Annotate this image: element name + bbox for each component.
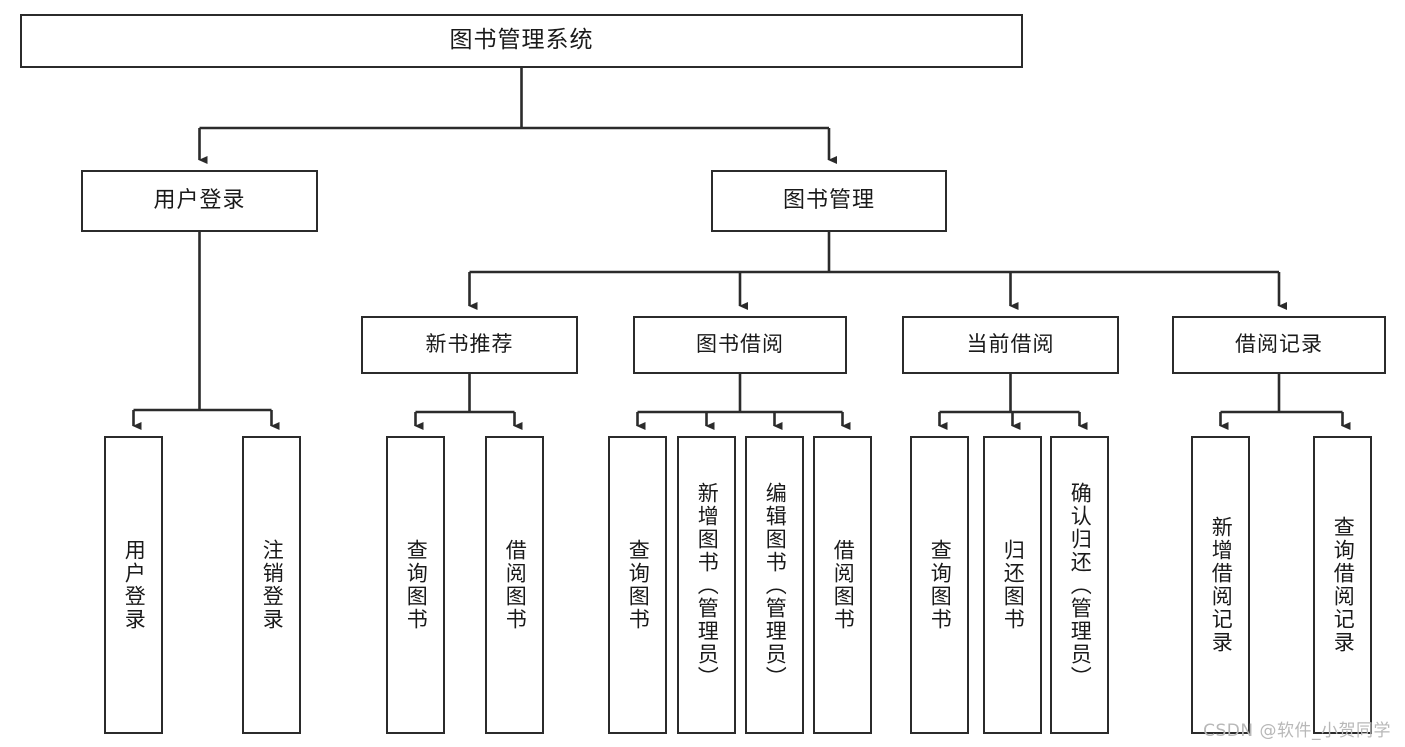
node-label: 新书推荐 xyxy=(425,332,514,357)
node-leaf-query-book-rec[interactable]: 查询图书 xyxy=(386,436,445,734)
node-label: 借阅图书 xyxy=(503,539,528,631)
node-label: 确认归还（管理员） xyxy=(1068,481,1093,689)
connector-bus xyxy=(939,374,1080,414)
node-new-book-rec[interactable]: 新书推荐 xyxy=(361,316,578,374)
node-label: 新增借阅记录 xyxy=(1209,516,1234,654)
connector-bus xyxy=(133,232,272,412)
node-leaf-borrow-book-bor[interactable]: 借阅图书 xyxy=(813,436,872,734)
node-borrow-record[interactable]: 借阅记录 xyxy=(1172,316,1386,374)
node-label: 图书管理系统 xyxy=(449,27,594,54)
node-label: 图书管理 xyxy=(782,187,875,213)
node-label: 归还图书 xyxy=(1001,539,1026,631)
connector-bus xyxy=(199,68,829,130)
node-current-borrow[interactable]: 当前借阅 xyxy=(902,316,1119,374)
node-label: 新增图书（管理员） xyxy=(695,481,720,689)
node-leaf-query-record[interactable]: 查询借阅记录 xyxy=(1313,436,1372,734)
node-leaf-edit-book[interactable]: 编辑图书（管理员） xyxy=(745,436,804,734)
node-leaf-logout-login[interactable]: 注销登录 xyxy=(242,436,301,734)
node-leaf-add-record[interactable]: 新增借阅记录 xyxy=(1191,436,1250,734)
node-label: 图书借阅 xyxy=(696,332,784,357)
connector-bus xyxy=(415,374,515,414)
node-leaf-borrow-book-rec[interactable]: 借阅图书 xyxy=(485,436,544,734)
node-label: 查询图书 xyxy=(404,539,429,631)
node-leaf-user-login[interactable]: 用户登录 xyxy=(104,436,163,734)
node-root[interactable]: 图书管理系统 xyxy=(20,14,1023,68)
node-label: 借阅图书 xyxy=(831,539,856,631)
node-leaf-confirm-return[interactable]: 确认归还（管理员） xyxy=(1050,436,1109,734)
node-label: 当前借阅 xyxy=(966,332,1055,357)
node-leaf-query-book-bor[interactable]: 查询图书 xyxy=(608,436,667,734)
node-label: 查询借阅记录 xyxy=(1331,516,1356,654)
node-user-login[interactable]: 用户登录 xyxy=(81,170,318,232)
node-book-manage[interactable]: 图书管理 xyxy=(711,170,947,232)
node-book-borrow[interactable]: 图书借阅 xyxy=(633,316,847,374)
node-leaf-query-book-cur[interactable]: 查询图书 xyxy=(910,436,969,734)
node-label: 注销登录 xyxy=(260,539,285,631)
node-leaf-add-book[interactable]: 新增图书（管理员） xyxy=(677,436,736,734)
node-label: 查询图书 xyxy=(928,539,953,631)
node-label: 查询图书 xyxy=(626,539,651,631)
node-label: 用户登录 xyxy=(153,187,246,213)
connector-bus xyxy=(637,374,843,414)
node-label: 用户登录 xyxy=(122,539,147,631)
node-label: 编辑图书（管理员） xyxy=(763,481,788,689)
node-label: 借阅记录 xyxy=(1235,332,1323,357)
node-leaf-return-book[interactable]: 归还图书 xyxy=(983,436,1042,734)
connector-bus xyxy=(469,232,1279,274)
connector-bus xyxy=(1220,374,1343,414)
